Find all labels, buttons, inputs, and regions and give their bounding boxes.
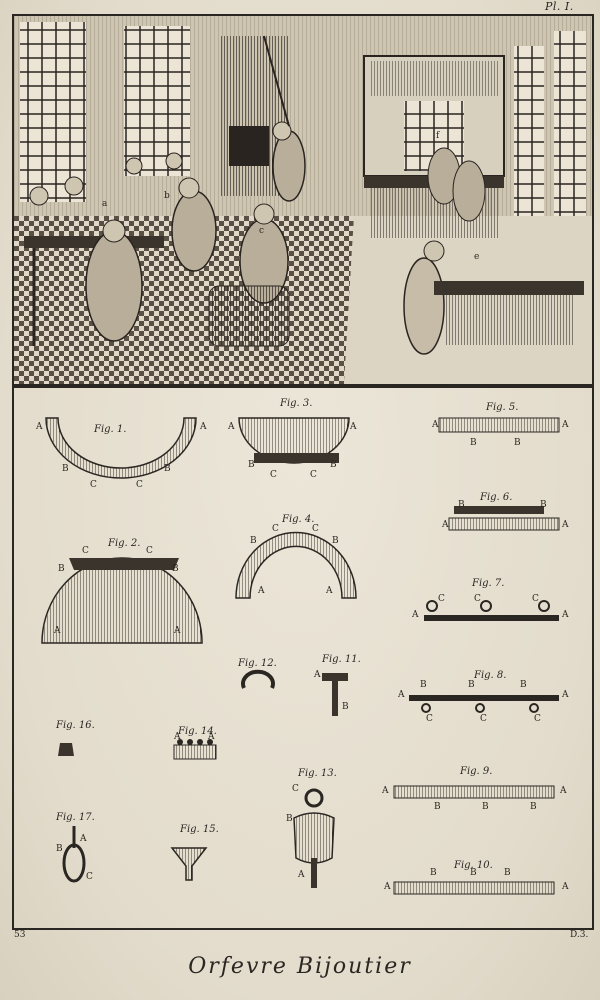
fig-13-label: Fig. 13. <box>298 768 337 779</box>
point-label: C <box>310 470 317 480</box>
point-label: C <box>312 524 319 534</box>
fig-16-label: Fig. 16. <box>56 720 95 731</box>
point-label: A <box>562 690 569 700</box>
point-label: A <box>384 882 391 892</box>
point-label: B <box>430 868 437 878</box>
point-label: C <box>82 546 89 556</box>
figures-drawing <box>41 417 560 895</box>
point-label: C <box>90 480 97 490</box>
point-label: C <box>146 546 153 556</box>
point-label: A <box>562 882 569 892</box>
point-label: A <box>350 422 357 432</box>
point-label: A <box>298 870 305 880</box>
point-label: C <box>480 714 487 724</box>
point-label: B <box>470 868 477 878</box>
point-label: B <box>514 438 521 448</box>
point-label: A <box>382 786 389 796</box>
point-label: C <box>272 524 279 534</box>
point-label: B <box>470 438 477 448</box>
point-label: A <box>80 834 87 844</box>
point-label: B <box>520 680 527 690</box>
point-label: B <box>172 564 179 574</box>
point-label: B <box>62 464 69 474</box>
point-label: B <box>530 802 537 812</box>
scene-label: a <box>102 199 108 209</box>
fig-9-label: Fig. 9. <box>460 766 493 777</box>
point-label: C <box>534 714 541 724</box>
point-label: B <box>248 460 255 470</box>
fig-1-label: Fig. 1. <box>94 424 127 435</box>
point-label: A <box>228 422 235 432</box>
point-label: B <box>164 464 171 474</box>
point-label: B <box>342 702 349 712</box>
point-label: B <box>468 680 475 690</box>
point-label: A <box>562 610 569 620</box>
point-label: A <box>562 520 569 530</box>
point-label: B <box>58 564 65 574</box>
fig-2-label: Fig. 2. <box>108 538 141 549</box>
fig-6-label: Fig. 6. <box>480 492 513 503</box>
point-label: A <box>258 586 265 596</box>
point-label: A <box>174 626 181 636</box>
engraver-mark: D.3. <box>570 930 589 940</box>
point-label: B <box>458 500 465 510</box>
point-label: C <box>136 480 143 490</box>
figures-panel: Fig. 1. Fig. 2. Fig. 3. Fig. 4. Fig. 5. … <box>12 386 594 930</box>
fig-7-label: Fig. 7. <box>472 578 505 589</box>
point-label: A <box>412 610 419 620</box>
point-label: C <box>438 594 445 604</box>
point-label: B <box>540 500 547 510</box>
point-label: B <box>504 868 511 878</box>
plate-title: Orfevre Bijoutier <box>188 954 412 979</box>
point-label: B <box>332 536 339 546</box>
plate-number: Pl. I. <box>545 0 574 13</box>
fig-11-label: Fig. 11. <box>322 654 361 665</box>
point-label: C <box>474 594 481 604</box>
scene-label: b <box>164 191 170 201</box>
point-label: C <box>426 714 433 724</box>
scene-label: d <box>246 131 252 141</box>
point-label: B <box>482 802 489 812</box>
point-label: A <box>432 420 439 430</box>
fig-3-label: Fig. 3. <box>280 398 313 409</box>
point-label: A <box>562 420 569 430</box>
fig-15-label: Fig. 15. <box>180 824 219 835</box>
point-label: B <box>420 680 427 690</box>
point-label: A <box>326 586 333 596</box>
point-label: A <box>174 732 181 742</box>
point-label: A <box>442 520 449 530</box>
point-label: A <box>36 422 43 432</box>
point-label: B <box>330 460 337 470</box>
workshop-illustration <box>14 16 592 384</box>
point-label: A <box>560 786 567 796</box>
point-label: A <box>54 626 61 636</box>
point-label: A <box>314 670 321 680</box>
point-label: A <box>398 690 405 700</box>
point-label: A <box>200 422 207 432</box>
point-label: C <box>532 594 539 604</box>
fig-4-label: Fig. 4. <box>282 514 315 525</box>
workshop-scene: a b c d e f <box>12 14 594 386</box>
point-label: B <box>286 814 293 824</box>
scene-label: c <box>259 226 265 236</box>
fig-17-label: Fig. 17. <box>56 812 95 823</box>
point-label: C <box>86 872 93 882</box>
fig-10-label: Fig. 10. <box>454 860 493 871</box>
fig-14-label: Fig. 14. <box>178 726 217 737</box>
point-label: B <box>56 844 63 854</box>
fig-12-label: Fig. 12. <box>238 658 277 669</box>
point-label: C <box>292 784 299 794</box>
fig-5-label: Fig. 5. <box>486 402 519 413</box>
point-label: B <box>250 536 257 546</box>
point-label: A <box>208 732 215 742</box>
scene-label: f <box>436 131 440 141</box>
fig-8-label: Fig. 8. <box>474 670 507 681</box>
page-number: 53 <box>14 930 26 940</box>
scene-label: e <box>474 252 480 262</box>
point-label: C <box>270 470 277 480</box>
point-label: B <box>434 802 441 812</box>
